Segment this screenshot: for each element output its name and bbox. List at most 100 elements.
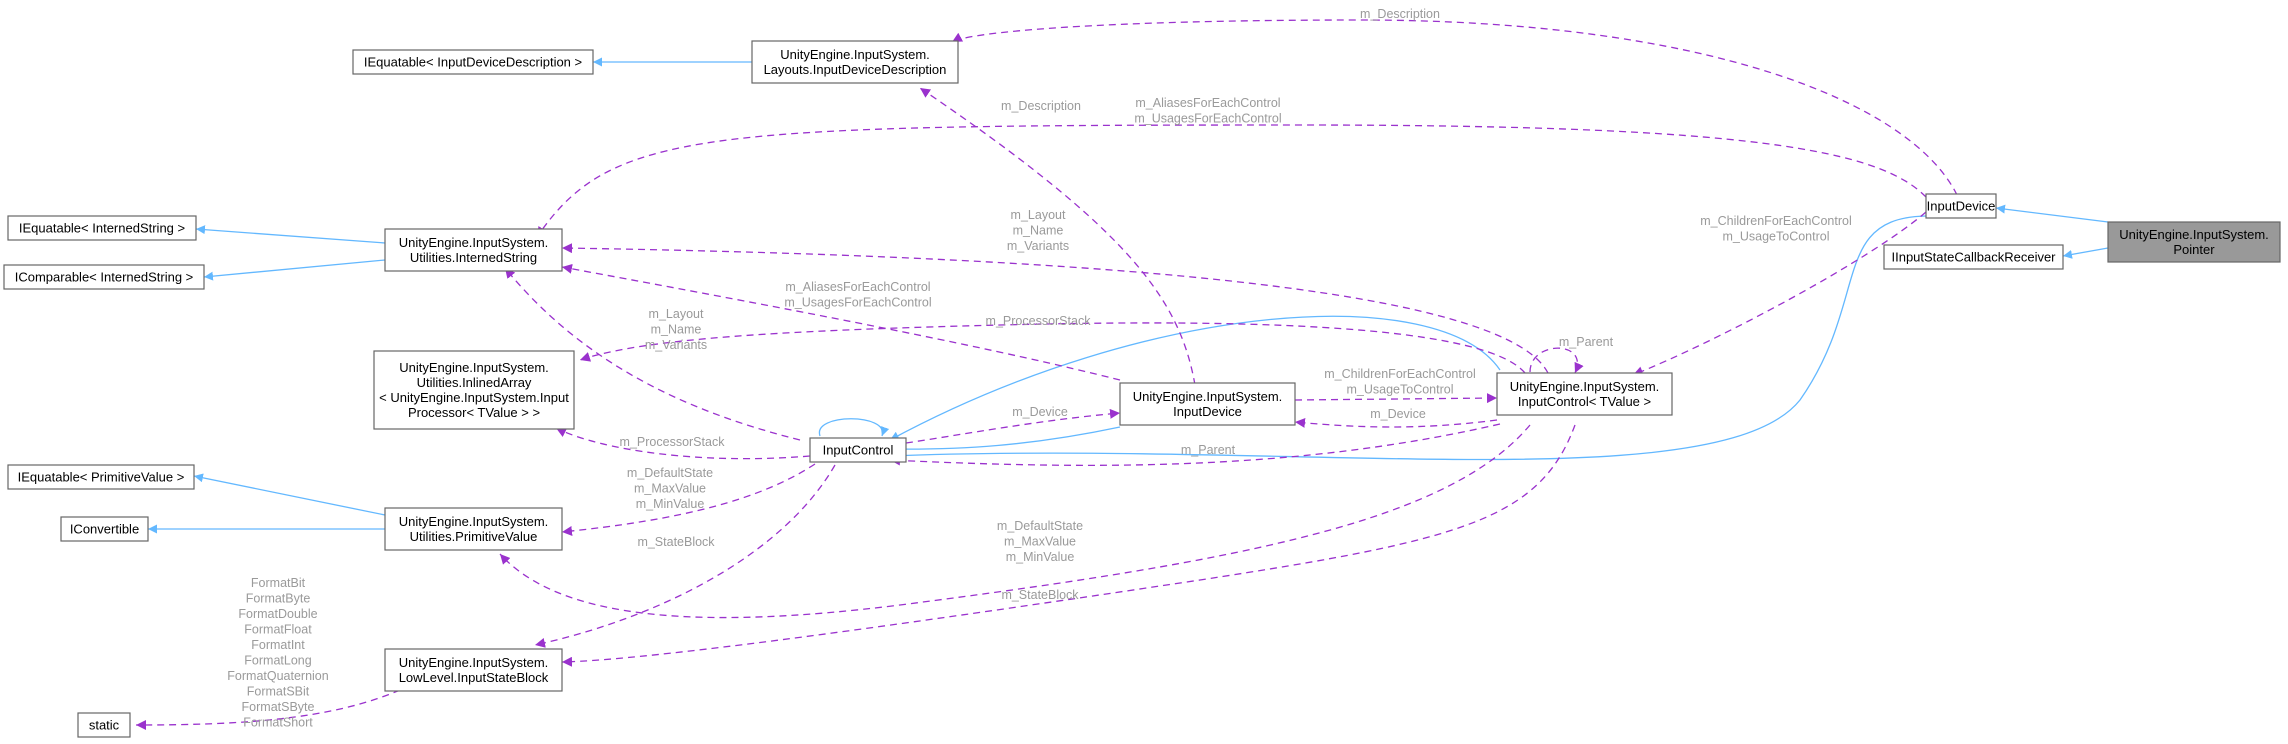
node-iequatable-idd[interactable]: IEquatable< InputDeviceDescription > (352, 49, 594, 75)
edge-label-line: FormatSByte (242, 700, 315, 714)
node-iequatable-is[interactable]: IEquatable< InternedString > (7, 215, 197, 241)
edge-label-line: m_ProcessorStack (620, 435, 726, 449)
edge-label-l-stateblock-right: m_StateBlock (1001, 588, 1079, 602)
node-pointer[interactable]: UnityEngine.InputSystem.Pointer (2107, 221, 2281, 263)
node-label-line: UnityEngine.InputSystem. (399, 360, 549, 375)
node-box (1925, 193, 1997, 219)
edge-inputdevice-ns-uses-internedstring-aliases (561, 263, 1121, 381)
edge-inputdevice-uses-description (951, 19, 1958, 196)
edge-label-line: m_Description (1001, 99, 1081, 113)
node-label-line: static (89, 718, 120, 733)
edge-label-line: FormatLong (244, 654, 311, 668)
edge-label-line: FormatInt (251, 638, 305, 652)
edge-label-line: m_DefaultState (997, 519, 1083, 533)
node-box (384, 648, 563, 692)
edge-label-line: m_AliasesForEachControl (1135, 96, 1280, 110)
node-label-line: InputDevice (1927, 199, 1996, 214)
node-label-line: Utilities.PrimitiveValue (410, 529, 538, 544)
edge-label-line: m_UsageToControl (1347, 383, 1454, 397)
node-input-device-ns[interactable]: UnityEngine.InputSystem.InputDevice (1119, 382, 1296, 426)
edge-label-line: m_Name (651, 323, 702, 337)
edge-label-l-formats: FormatBitFormatByteFormatDoubleFormatFlo… (227, 576, 328, 730)
node-box (809, 437, 907, 463)
node-primitive-value[interactable]: UnityEngine.InputSystem.Utilities.Primit… (384, 507, 563, 551)
node-box (7, 464, 195, 490)
node-label-line: IEquatable< PrimitiveValue > (18, 470, 185, 485)
node-inlined-array[interactable]: UnityEngine.InputSystem.Utilities.Inline… (373, 350, 575, 430)
edge-label-line: FormatByte (246, 592, 311, 606)
edge-label-line: m_Device (1370, 407, 1426, 421)
node-label-line: Processor< TValue > > (408, 405, 540, 420)
node-label-line: UnityEngine.InputSystem. (399, 514, 549, 529)
edge-label-line: FormatFloat (244, 623, 312, 637)
node-label-line: UnityEngine.InputSystem. (399, 235, 549, 250)
node-box (373, 350, 575, 430)
node-box (60, 516, 149, 542)
class-nodes: UnityEngine.InputSystem.PointerInputDevi… (3, 40, 2281, 738)
edge-internedstring-inherits-iequatable (195, 225, 386, 244)
edge-pointer-inherits-callbackreceiver (2062, 247, 2109, 259)
edge-label-l-desc-mid: m_Description (1001, 99, 1081, 113)
node-iequatable-pv[interactable]: IEquatable< PrimitiveValue > (7, 464, 195, 490)
node-input-device-desc[interactable]: UnityEngine.InputSystem.Layouts.InputDev… (751, 40, 959, 84)
edge-inputcontrol-uses-inputdevice-ns (905, 408, 1121, 444)
node-box (7, 215, 197, 241)
edge-label-line: m_MaxValue (1004, 535, 1076, 549)
edge-label-line: FormatSBit (247, 685, 310, 699)
edge-label-line: m_Layout (1011, 208, 1066, 222)
edge-pointer-inherits-inputdevice (1995, 204, 2109, 223)
node-iconvertible[interactable]: IConvertible (60, 516, 149, 542)
node-box (751, 40, 959, 84)
node-interned-string[interactable]: UnityEngine.InputSystem.Utilities.Intern… (384, 228, 563, 272)
edge-label-line: m_Parent (1559, 335, 1614, 349)
node-input-control-tv[interactable]: UnityEngine.InputSystem.InputControl< TV… (1496, 372, 1673, 416)
edge-label-l-procstack-left: m_ProcessorStack (620, 435, 726, 449)
node-input-state-block[interactable]: UnityEngine.InputSystem.LowLevel.InputSt… (384, 648, 563, 692)
edge-label-line: m_MinValue (1006, 550, 1075, 564)
node-label-line: InputDevice (1173, 404, 1242, 419)
edge-internedstring-inherits-icomparable (203, 259, 386, 281)
node-label-line: UnityEngine.InputSystem. (399, 655, 549, 670)
node-box (1883, 244, 2064, 270)
edge-inputcontroltv-uses-primitivevalue (499, 424, 1531, 619)
edge-label-l-aliases-mid: m_AliasesForEachControlm_UsagesForEachCo… (784, 280, 931, 310)
node-label-line: InputControl (823, 443, 894, 458)
edge-label-line: m_Device (1012, 405, 1068, 419)
node-iinputstate-cb[interactable]: IInputStateCallbackReceiver (1883, 244, 2064, 270)
edge-inputcontroltv-uses-inputcontrol-parent (889, 423, 1501, 466)
node-label-line: IInputStateCallbackReceiver (1891, 250, 2056, 265)
edge-inputcontroltv-uses-internedstring-layout (561, 243, 1549, 374)
node-label-line: InputControl< TValue > (1518, 394, 1651, 409)
node-label-line: UnityEngine.InputSystem. (780, 47, 930, 62)
node-label-line: IEquatable< InputDeviceDescription > (364, 55, 582, 70)
edge-inputdevice-uses-inputcontroltv-children (1632, 211, 1927, 376)
node-box (1119, 382, 1296, 426)
node-box (3, 264, 205, 290)
edge-label-line: m_Layout (649, 307, 704, 321)
edge-label-l-procstack-top: m_ProcessorStack (986, 314, 1092, 328)
node-input-control[interactable]: InputControl (809, 437, 907, 463)
edge-inputcontrol-uses-inlinedarray (555, 427, 811, 460)
edge-inputcontroltv-self-parent (1529, 347, 1584, 374)
edge-inputcontroltv-inherits-inputcontrol (889, 315, 1501, 441)
edge-label-l-parent-self: m_Parent (1559, 335, 1614, 349)
edge-label-l-stateblock-left: m_StateBlock (637, 535, 715, 549)
edge-inputcontroltv-uses-stateblock (561, 424, 1576, 667)
node-static-node[interactable]: static (77, 712, 131, 738)
edge-label-line: m_Description (1360, 7, 1440, 21)
edge-label-l-parent-bottom: m_Parent (1181, 443, 1236, 457)
node-input-device[interactable]: InputDevice (1925, 193, 1997, 219)
edge-inputdevice-ns-uses-description (919, 87, 1196, 386)
edge-label-line: m_UsageToControl (1723, 230, 1830, 244)
edge-label-line: FormatBit (251, 576, 306, 590)
node-label-line: UnityEngine.InputSystem. (2119, 227, 2269, 242)
node-label-line: Pointer (2173, 242, 2215, 257)
edge-label-line: m_Variants (1007, 239, 1069, 253)
node-icomparable-is[interactable]: IComparable< InternedString > (3, 264, 205, 290)
edge-labels: m_Description m_Description m_AliasesForEa… (227, 7, 1851, 730)
edge-inputdevice-ns-inherits-inputcontrol (887, 426, 1121, 454)
